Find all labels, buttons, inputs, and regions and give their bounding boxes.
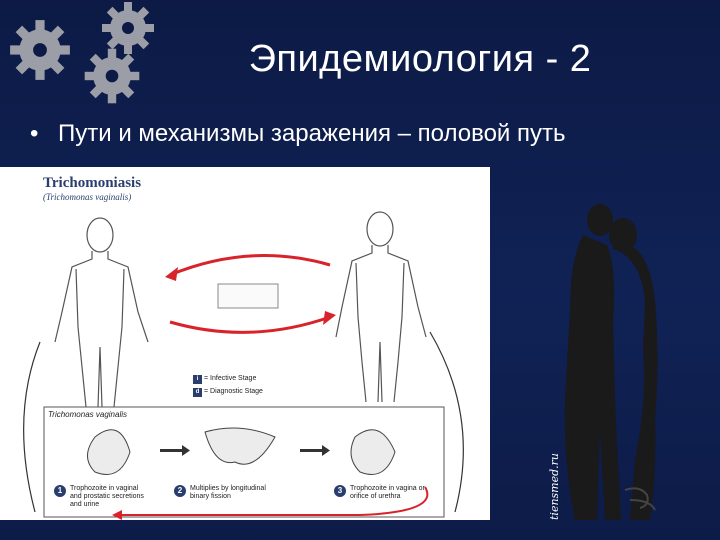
stage-number: 3 xyxy=(334,485,346,497)
legend-label: = Infective Stage xyxy=(204,375,257,382)
bullet-marker: • xyxy=(30,120,39,147)
legend-badge: d xyxy=(193,388,202,397)
cycle-arrow xyxy=(120,486,429,516)
trichomoniasis-lifecycle-figure: Trichomoniasis (Trichomonas vaginalis) i… xyxy=(0,167,490,520)
slide-title: Эпидемиология - 2 xyxy=(248,38,592,80)
curve-left xyxy=(23,341,41,513)
stage-text: Multiplies by longitudinal binary fissio… xyxy=(190,485,266,500)
stage-text: Trophozoite in vagina or orifice of uret… xyxy=(350,485,425,500)
stage-number: 2 xyxy=(174,485,186,497)
transmission-arrows xyxy=(169,254,331,334)
legend-label: = Diagnostic Stage xyxy=(204,388,263,395)
figure-title: Trichomoniasis xyxy=(43,175,142,191)
watermark-text: tiensmed.ru xyxy=(548,453,561,520)
stage-3: 3 Trophozoite in vagina or orifice of ur… xyxy=(334,485,425,501)
bullet-item: • Пути и механизмы заражения – половой пу… xyxy=(30,120,566,148)
process-arrows xyxy=(160,445,330,456)
human-figure-left xyxy=(54,217,149,408)
center-stage-box xyxy=(217,283,279,309)
stage-2: 2 Multiplies by longitudinal binary fiss… xyxy=(174,485,285,501)
stage-text: Trophozoite in vaginal and prostatic sec… xyxy=(70,485,144,508)
lifecycle-diagram xyxy=(23,211,464,520)
curve-right xyxy=(429,331,464,513)
legend-diagnostic: d= Diagnostic Stage xyxy=(193,388,263,397)
bullet-text: Пути и механизмы заражения – половой пут… xyxy=(58,120,566,147)
gears-icon xyxy=(10,2,154,104)
arrow-head xyxy=(165,267,178,281)
legend-badge: i xyxy=(193,375,202,384)
stage-number: 1 xyxy=(54,485,66,497)
arrow-head xyxy=(323,311,336,325)
couple-silhouette-icon xyxy=(564,204,658,520)
legend-infective: i= Infective Stage xyxy=(193,375,256,384)
trophozoite-drawings xyxy=(87,427,396,475)
human-figure-right xyxy=(335,211,427,403)
lower-box-title: Trichomonas vaginalis xyxy=(48,410,127,419)
stage-1: 1 Trophozoite in vaginal and prostatic s… xyxy=(54,485,150,509)
figure-subtitle: (Trichomonas vaginalis) xyxy=(43,192,132,202)
